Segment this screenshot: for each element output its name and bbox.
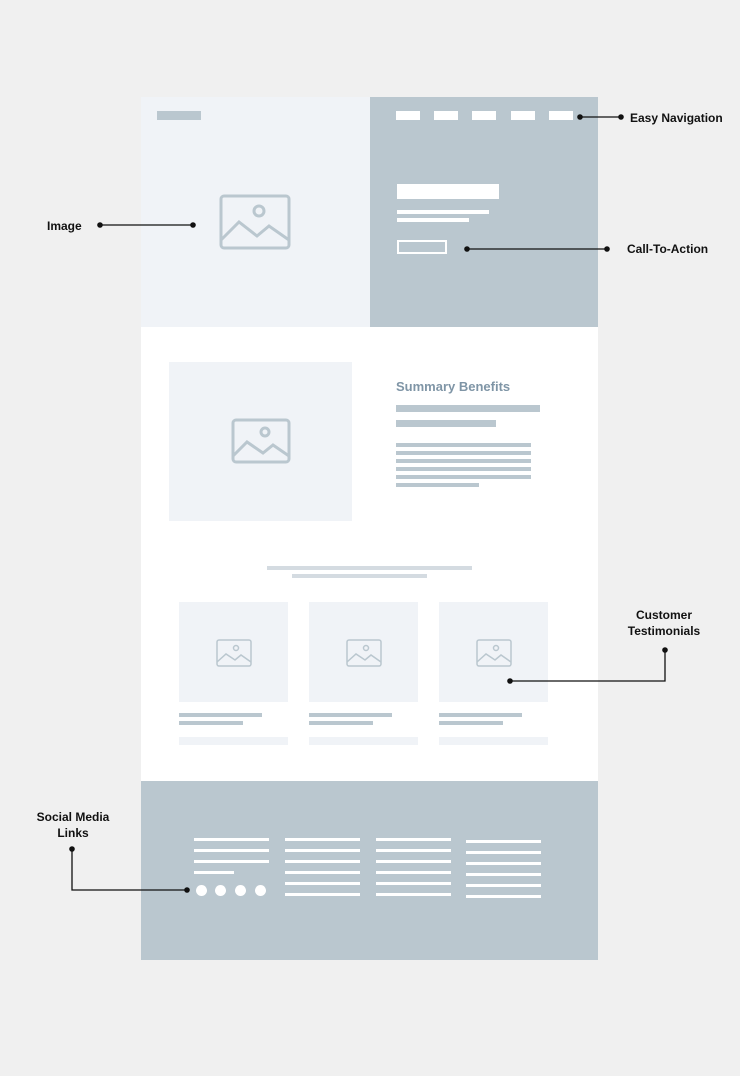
footer-link-line[interactable] — [194, 860, 269, 863]
hero-subtext-line — [397, 210, 489, 214]
image-placeholder-icon — [231, 418, 291, 464]
nav-item[interactable] — [396, 111, 420, 120]
nav-item[interactable] — [549, 111, 573, 120]
social-dot-icon[interactable] — [215, 885, 226, 896]
summary-text-line — [396, 459, 531, 463]
footer-link-line[interactable] — [466, 851, 541, 854]
footer-link-line[interactable] — [466, 862, 541, 865]
callout-customer-testimonials-line1: Customer — [635, 608, 692, 622]
testimonial-text-line — [309, 713, 392, 717]
testimonial-text-line — [309, 721, 373, 725]
connector-call-to-action — [464, 246, 610, 252]
cta-button-placeholder[interactable] — [397, 240, 447, 254]
footer-link-line[interactable] — [285, 838, 360, 841]
connector-social-media — [69, 846, 190, 893]
testimonial-card-image — [179, 602, 288, 702]
summary-text-line — [396, 451, 531, 455]
callout-image: Image — [47, 219, 82, 233]
logo-placeholder — [157, 111, 201, 120]
testimonial-text-line — [179, 713, 262, 717]
hero-subtext-line — [397, 218, 469, 222]
footer-link-line[interactable] — [285, 893, 360, 896]
footer-link-line[interactable] — [285, 860, 360, 863]
summary-text-line — [396, 443, 531, 447]
social-dot-icon[interactable] — [255, 885, 266, 896]
footer-link-line[interactable] — [376, 871, 451, 874]
callout-easy-navigation: Easy Navigation — [630, 111, 723, 125]
nav-item[interactable] — [511, 111, 535, 120]
testimonial-text-line — [179, 721, 243, 725]
footer-link-line[interactable] — [466, 840, 541, 843]
connector-customer-testimonials — [507, 647, 668, 684]
callout-social-media-links: Social Media Links — [30, 809, 116, 841]
footer — [141, 781, 598, 960]
footer-link-line[interactable] — [466, 884, 541, 887]
callout-call-to-action: Call-To-Action — [627, 242, 709, 256]
connector-image — [97, 222, 196, 228]
image-placeholder-icon — [476, 639, 512, 667]
social-dot-icon[interactable] — [196, 885, 207, 896]
image-placeholder-icon — [346, 639, 382, 667]
nav-item[interactable] — [472, 111, 496, 120]
testimonials-heading-line — [292, 574, 427, 578]
landing-page-wireframe: Summary Benefits — [141, 97, 598, 960]
testimonial-card-image — [309, 602, 418, 702]
footer-link-line[interactable] — [466, 873, 541, 876]
image-placeholder-icon — [216, 639, 252, 667]
summary-benefits-title: Summary Benefits — [396, 379, 511, 394]
footer-link-line[interactable] — [285, 882, 360, 885]
footer-link-line[interactable] — [194, 838, 269, 841]
image-placeholder-icon — [219, 194, 291, 250]
callout-customer-testimonials-line2: Testimonials — [627, 624, 701, 638]
summary-image-panel — [169, 362, 352, 521]
footer-link-line[interactable] — [194, 849, 269, 852]
footer-link-line[interactable] — [466, 895, 541, 898]
callout-social-media-line2: Links — [57, 826, 89, 840]
footer-link-line[interactable] — [376, 893, 451, 896]
social-dot-icon[interactable] — [235, 885, 246, 896]
hero-image-panel — [141, 97, 370, 327]
footer-link-line[interactable] — [285, 871, 360, 874]
callout-social-media-line1: Social Media — [36, 810, 110, 824]
testimonial-card-footer — [179, 737, 288, 745]
footer-link-line[interactable] — [194, 871, 234, 874]
summary-heading-bar — [396, 420, 496, 427]
testimonial-text-line — [439, 721, 503, 725]
callout-customer-testimonials: Customer Testimonials — [624, 607, 704, 639]
testimonial-card-footer — [309, 737, 418, 745]
summary-heading-bar — [396, 405, 540, 412]
testimonial-text-line — [439, 713, 522, 717]
testimonial-card-footer — [439, 737, 548, 745]
footer-link-line[interactable] — [376, 849, 451, 852]
hero-headline-placeholder — [397, 184, 499, 199]
connector-easy-navigation — [577, 114, 624, 120]
summary-text-line — [396, 475, 531, 479]
footer-link-line[interactable] — [285, 849, 360, 852]
summary-text-line — [396, 467, 531, 471]
footer-link-line[interactable] — [376, 882, 451, 885]
footer-link-line[interactable] — [376, 838, 451, 841]
nav-item[interactable] — [434, 111, 458, 120]
testimonials-heading-line — [267, 566, 472, 570]
hero-content-panel — [370, 97, 598, 327]
testimonial-card-image — [439, 602, 548, 702]
footer-link-line[interactable] — [376, 860, 451, 863]
summary-text-line — [396, 483, 479, 487]
